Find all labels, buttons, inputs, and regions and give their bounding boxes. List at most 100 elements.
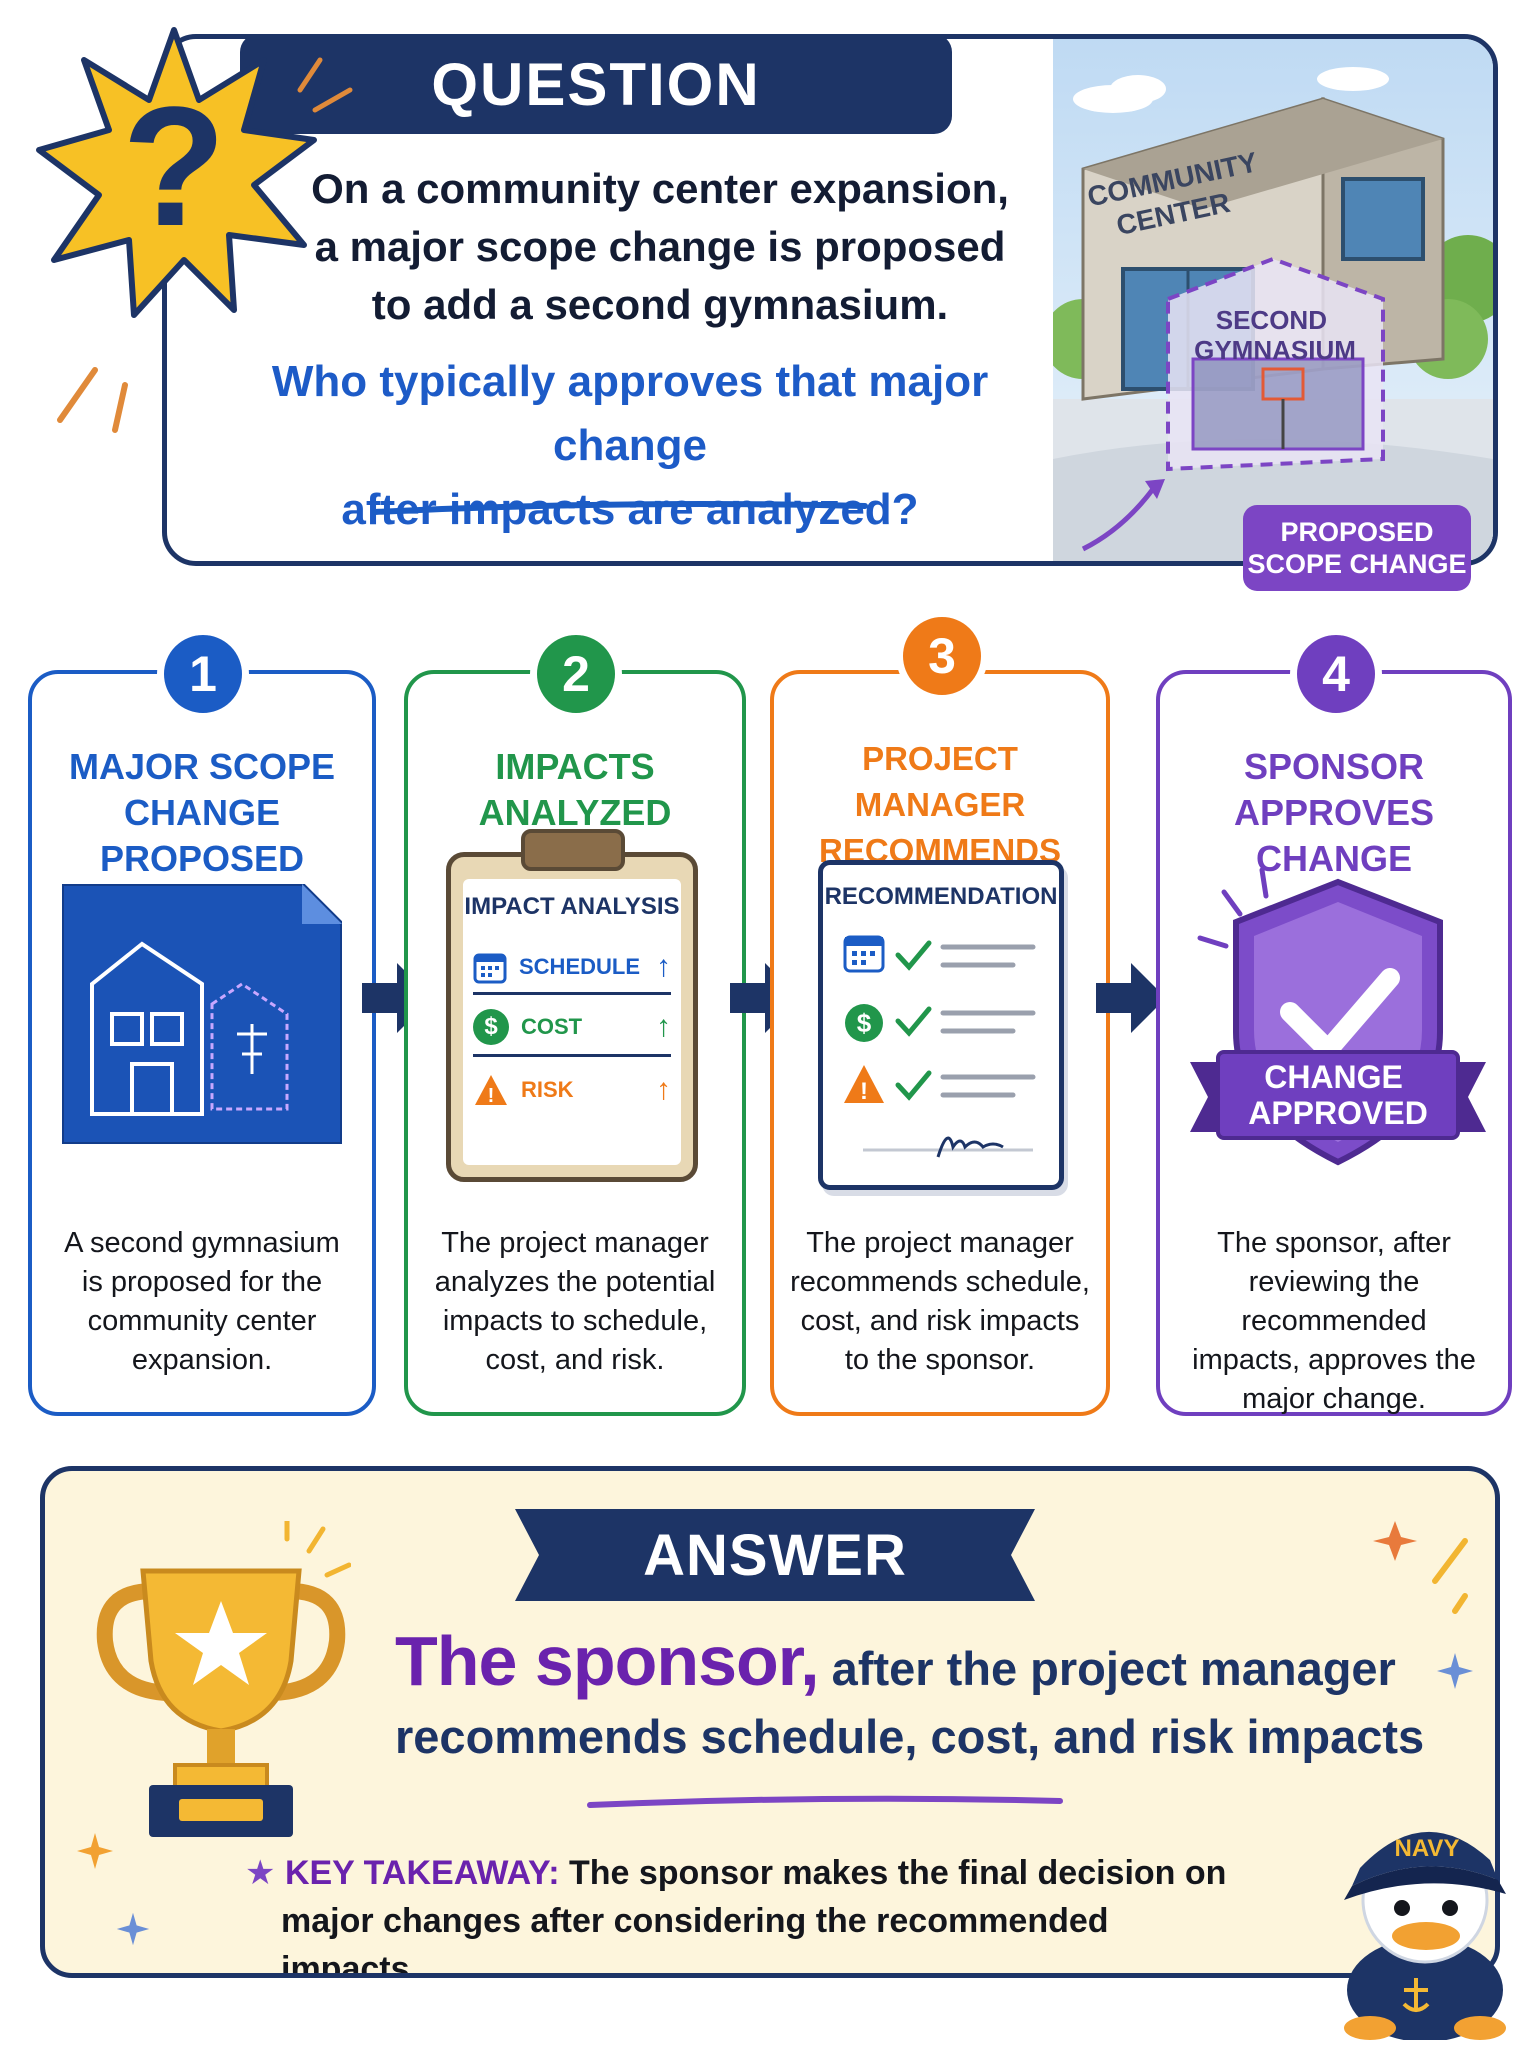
duck-mascot-icon: NAVY <box>1344 1831 1506 2040</box>
row-label: RISK <box>521 1077 574 1102</box>
impact-row-cost: $ COST ↑ <box>473 999 671 1057</box>
spark-decoration-icon <box>297 57 353 113</box>
question-mark-burst-icon: ? <box>36 27 317 318</box>
answer-underline <box>587 1795 1063 1808</box>
step-desc-2: The project manager analyzes the potenti… <box>422 1224 728 1380</box>
step-title-2: IMPACTS ANALYZED <box>418 744 732 836</box>
step-number-4: 4 <box>1290 628 1382 720</box>
approved-shield-icon: CHANGE APPROVED <box>1190 867 1486 1166</box>
answer-highlight: The sponsor, <box>395 1622 820 1700</box>
step-title-2-line2: ANALYZED <box>478 792 672 833</box>
clipboard-icon: IMPACT ANALYSIS SCHEDULE ↑ $ COST ↑ ! RI… <box>446 829 698 1182</box>
impact-row-risk: ! RISK ↑ <box>473 1061 671 1119</box>
chip-line-2: SCOPE CHANGE <box>1247 549 1467 579</box>
step-desc-3-line: recommends schedule, <box>790 1266 1090 1298</box>
step-title-4-line1: SPONSOR <box>1243 746 1425 787</box>
question-underline <box>372 501 868 515</box>
step-number-3: 3 <box>896 610 988 702</box>
trophy-icon <box>96 1521 351 1837</box>
question-badge: QUESTION <box>240 34 952 134</box>
svg-text:!: ! <box>860 1078 868 1105</box>
dollar-icon: $ <box>473 1008 509 1045</box>
answer-badge-label: ANSWER <box>643 1522 907 1588</box>
step-title-4-line2: APPROVES CHANGE <box>1233 792 1435 879</box>
ribbon-line-1: CHANGE <box>1264 1059 1403 1095</box>
step-desc-3-line: to the sponsor. <box>844 1344 1036 1376</box>
step-desc-4-line: impacts, approves the <box>1192 1344 1476 1376</box>
svg-text:$: $ <box>857 1008 872 1038</box>
step-desc-3-line: cost, and risk impacts <box>800 1305 1080 1337</box>
step-number-2: 2 <box>530 628 622 720</box>
step-card-2: 2 IMPACTS ANALYZED IMPACT ANALYSIS SCHED… <box>404 628 746 1416</box>
step-title-1: MAJOR SCOPE CHANGE PROPOSED <box>42 744 362 882</box>
recommendation-document-icon: RECOMMENDATION $ ! <box>818 860 1064 1190</box>
arrow-up-icon: ↑ <box>656 949 671 983</box>
step-desc-1-line: expansion. <box>131 1344 273 1376</box>
spark-decoration-icon <box>57 367 128 433</box>
blueprint-icon <box>62 884 342 1144</box>
answer-line-1: The sponsor, after the project manager <box>395 1621 1455 1701</box>
svg-text:SECOND GYMNASIUM: SECOND GYMNASIUM <box>1194 305 1356 365</box>
warning-icon: ! <box>475 1075 507 1107</box>
star-icon: ★ <box>245 1854 276 1892</box>
step-desc-3: The project manager recommends schedule,… <box>788 1224 1092 1380</box>
step-title-2-line1: IMPACTS <box>495 746 655 787</box>
arrow-up-icon: ↑ <box>656 1009 671 1043</box>
chip-line-1: PROPOSED <box>1280 517 1434 547</box>
step-title-1-line2: CHANGE PROPOSED <box>99 792 305 879</box>
step-desc-1: A second gymnasium is proposed for the c… <box>46 1224 358 1380</box>
key-takeaway-label: KEY TAKEAWAY: <box>284 1854 560 1892</box>
step-card-1: 1 MAJOR SCOPE CHANGE PROPOSED A second g… <box>28 628 376 1416</box>
sparkle-decoration-icon <box>77 1833 113 1869</box>
row-label: COST <box>521 1013 583 1039</box>
step-desc-4-line: The sponsor, after <box>1217 1227 1451 1259</box>
row-label: SCHEDULE <box>519 953 641 979</box>
step-desc-4-line: reviewing the recommended <box>1241 1266 1427 1337</box>
question-text: On a community center expansion, a major… <box>290 160 1030 334</box>
key-takeaway-text-1: The sponsor makes the final decision on <box>559 1854 1227 1892</box>
answer-line-2: recommends schedule, cost, and risk impa… <box>395 1710 1425 1763</box>
answer-panel: ANSWER The sponsor, after the project ma… <box>40 1466 1500 1978</box>
flow-arrow-icon <box>1096 963 1166 1033</box>
proposed-scope-change-chip: PROPOSED SCOPE CHANGE <box>1243 505 1471 591</box>
sparkle-decoration-icon <box>1437 1653 1473 1689</box>
impact-row-schedule: SCHEDULE ↑ <box>473 941 671 995</box>
step-desc-1-line: A second gymnasium <box>64 1227 340 1259</box>
step-card-4: 4 SPONSOR APPROVES CHANGE CHANGE APPROVE… <box>1156 628 1512 1419</box>
step-title-3-line1: PROJECT MANAGER <box>854 740 1026 823</box>
step-desc-2-line: analyzes the potential <box>434 1266 716 1298</box>
answer-line-1-rest: after the project manager <box>818 1642 1396 1695</box>
gym-sign-line2: GYMNASIUM <box>1194 335 1356 365</box>
step-desc-2-line: The project manager <box>441 1227 709 1259</box>
sparkle-decoration-icon <box>116 1912 150 1946</box>
step-title-4: SPONSOR APPROVES CHANGE <box>1170 744 1498 882</box>
svg-text:?: ? <box>122 72 226 262</box>
step-desc-1-line: community center <box>87 1305 317 1337</box>
calendar-icon <box>473 953 507 983</box>
recommendation-title: RECOMMENDATION <box>824 883 1058 910</box>
mascot-hat-label: NAVY <box>1395 1835 1460 1862</box>
svg-text:!: ! <box>488 1085 495 1107</box>
svg-text:CHANGE APPROVED: CHANGE APPROVED <box>1248 1059 1428 1131</box>
step-number-1: 1 <box>157 628 249 720</box>
calendar-icon <box>843 935 885 973</box>
question-ask: Who typically approves that major change… <box>190 350 1070 542</box>
step-card-3: 3 PROJECT MANAGER RECOMMENDS IMPACTS REC… <box>770 610 1110 1416</box>
step-desc-2-line: impacts to schedule, <box>442 1305 708 1337</box>
clipboard-title: IMPACT ANALYSIS <box>464 893 680 920</box>
step-title-1-line1: MAJOR SCOPE <box>68 746 336 787</box>
answer-badge: ANSWER <box>515 1509 1035 1601</box>
step-desc-1-line: is proposed for the <box>81 1266 323 1298</box>
step-desc-4: The sponsor, after reviewing the recomme… <box>1174 1224 1494 1419</box>
question-line-3: to add a second gymnasium. <box>371 281 949 328</box>
question-line-2: a major scope change is proposed <box>314 223 1006 270</box>
step-desc-2-line: cost, and risk. <box>485 1344 665 1376</box>
arrow-up-icon: ↑ <box>656 1073 671 1106</box>
key-takeaway-text-2: major changes after considering the reco… <box>281 1902 1109 1978</box>
recommendation-checklist: $ ! <box>843 935 1036 1158</box>
question-line-1: On a community center expansion, <box>311 165 1009 212</box>
ribbon-line-2: APPROVED <box>1248 1095 1428 1131</box>
sparkle-decoration-icon <box>1373 1521 1468 1614</box>
step-desc-3-line: The project manager <box>806 1227 1074 1259</box>
gym-sign-line1: SECOND <box>1216 305 1327 335</box>
